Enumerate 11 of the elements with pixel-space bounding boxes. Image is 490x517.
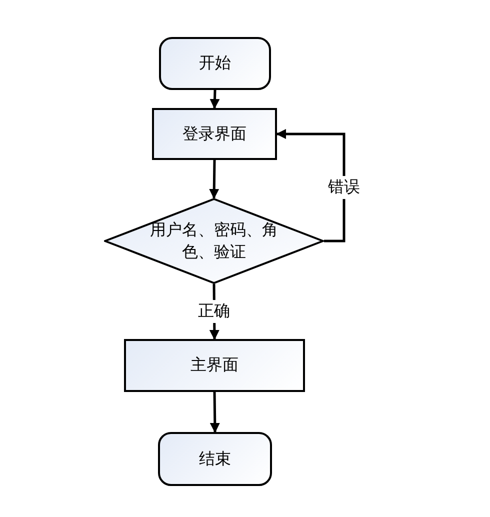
terminal-box: 开始	[159, 37, 271, 90]
edge-label: 正确	[196, 300, 232, 323]
process-box: 登录界面	[152, 108, 277, 160]
process-box: 主界面	[124, 339, 305, 392]
terminal-box: 结束	[158, 432, 272, 486]
decision-diamond: 用户名、密码、角色、验证	[104, 198, 324, 284]
arrow	[209, 160, 220, 199]
arrow	[210, 90, 220, 109]
arrow	[276, 129, 346, 242]
arrow	[210, 392, 220, 433]
edge-label: 错误	[326, 176, 362, 199]
